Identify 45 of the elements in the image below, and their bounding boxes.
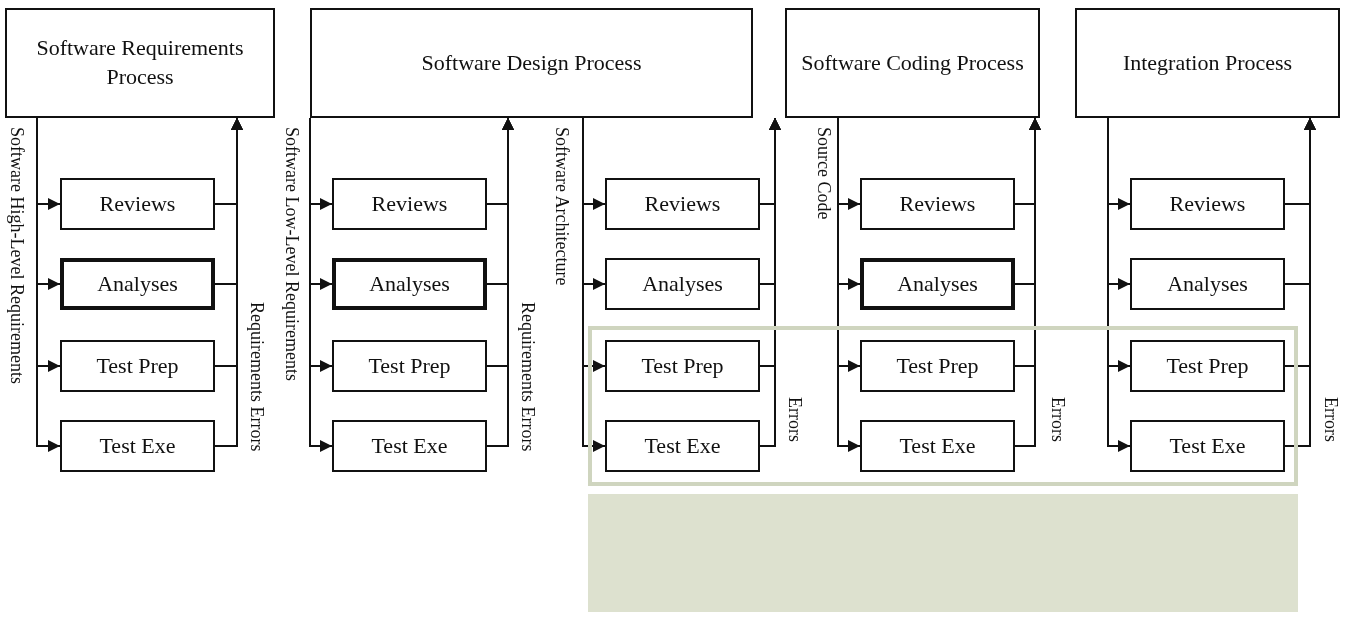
activity-box: Test Prep	[1130, 340, 1285, 392]
activity-box: Test Exe	[605, 420, 760, 472]
activity-box: Test Prep	[332, 340, 487, 392]
activity-box: Reviews	[605, 178, 760, 230]
edge-label: Requirements Errors	[248, 300, 266, 454]
process-box: Software Requirements Process	[5, 8, 275, 118]
edge-label: Software Low-Level Requirements	[283, 125, 301, 383]
arrow	[1014, 117, 1041, 447]
activity-box: Test Prep	[605, 340, 760, 392]
edge-label: Errors	[1322, 395, 1340, 444]
activity-box: Test Exe	[860, 420, 1015, 472]
process-box: Software Design Process	[310, 8, 753, 118]
activity-box: Test Exe	[1130, 420, 1285, 472]
activity-box: Reviews	[332, 178, 487, 230]
arrow	[837, 117, 861, 452]
highlight-panel	[588, 494, 1298, 612]
arrow	[1107, 117, 1131, 452]
activity-box: Reviews	[860, 178, 1015, 230]
arrow	[582, 117, 606, 452]
activity-box: Analyses	[1130, 258, 1285, 310]
activity-box: Test Exe	[332, 420, 487, 472]
arrow	[309, 117, 333, 452]
edge-label: Requirements Errors	[519, 300, 537, 454]
arrow	[1284, 117, 1316, 447]
arrow	[486, 117, 514, 447]
edge-label: Software Architecture	[553, 125, 571, 288]
activity-box: Reviews	[60, 178, 215, 230]
activity-box: Test Prep	[860, 340, 1015, 392]
activity-box: Test Exe	[60, 420, 215, 472]
process-box: Software Coding Process	[785, 8, 1040, 118]
highlight-frame	[588, 326, 1298, 486]
activity-box: Analyses	[60, 258, 215, 310]
process-box: Integration Process	[1075, 8, 1340, 118]
activity-box: Analyses	[860, 258, 1015, 310]
edge-label: Software High-Level Requirements	[8, 125, 26, 386]
edge-label: Source Code	[815, 125, 833, 222]
activity-box: Reviews	[1130, 178, 1285, 230]
edge-label: Errors	[1049, 395, 1067, 444]
activity-box: Analyses	[605, 258, 760, 310]
arrow	[759, 117, 781, 447]
arrow	[214, 117, 243, 447]
activity-box: Analyses	[332, 258, 487, 310]
activity-box: Test Prep	[60, 340, 215, 392]
arrow	[36, 117, 61, 452]
edge-label: Errors	[786, 395, 804, 444]
